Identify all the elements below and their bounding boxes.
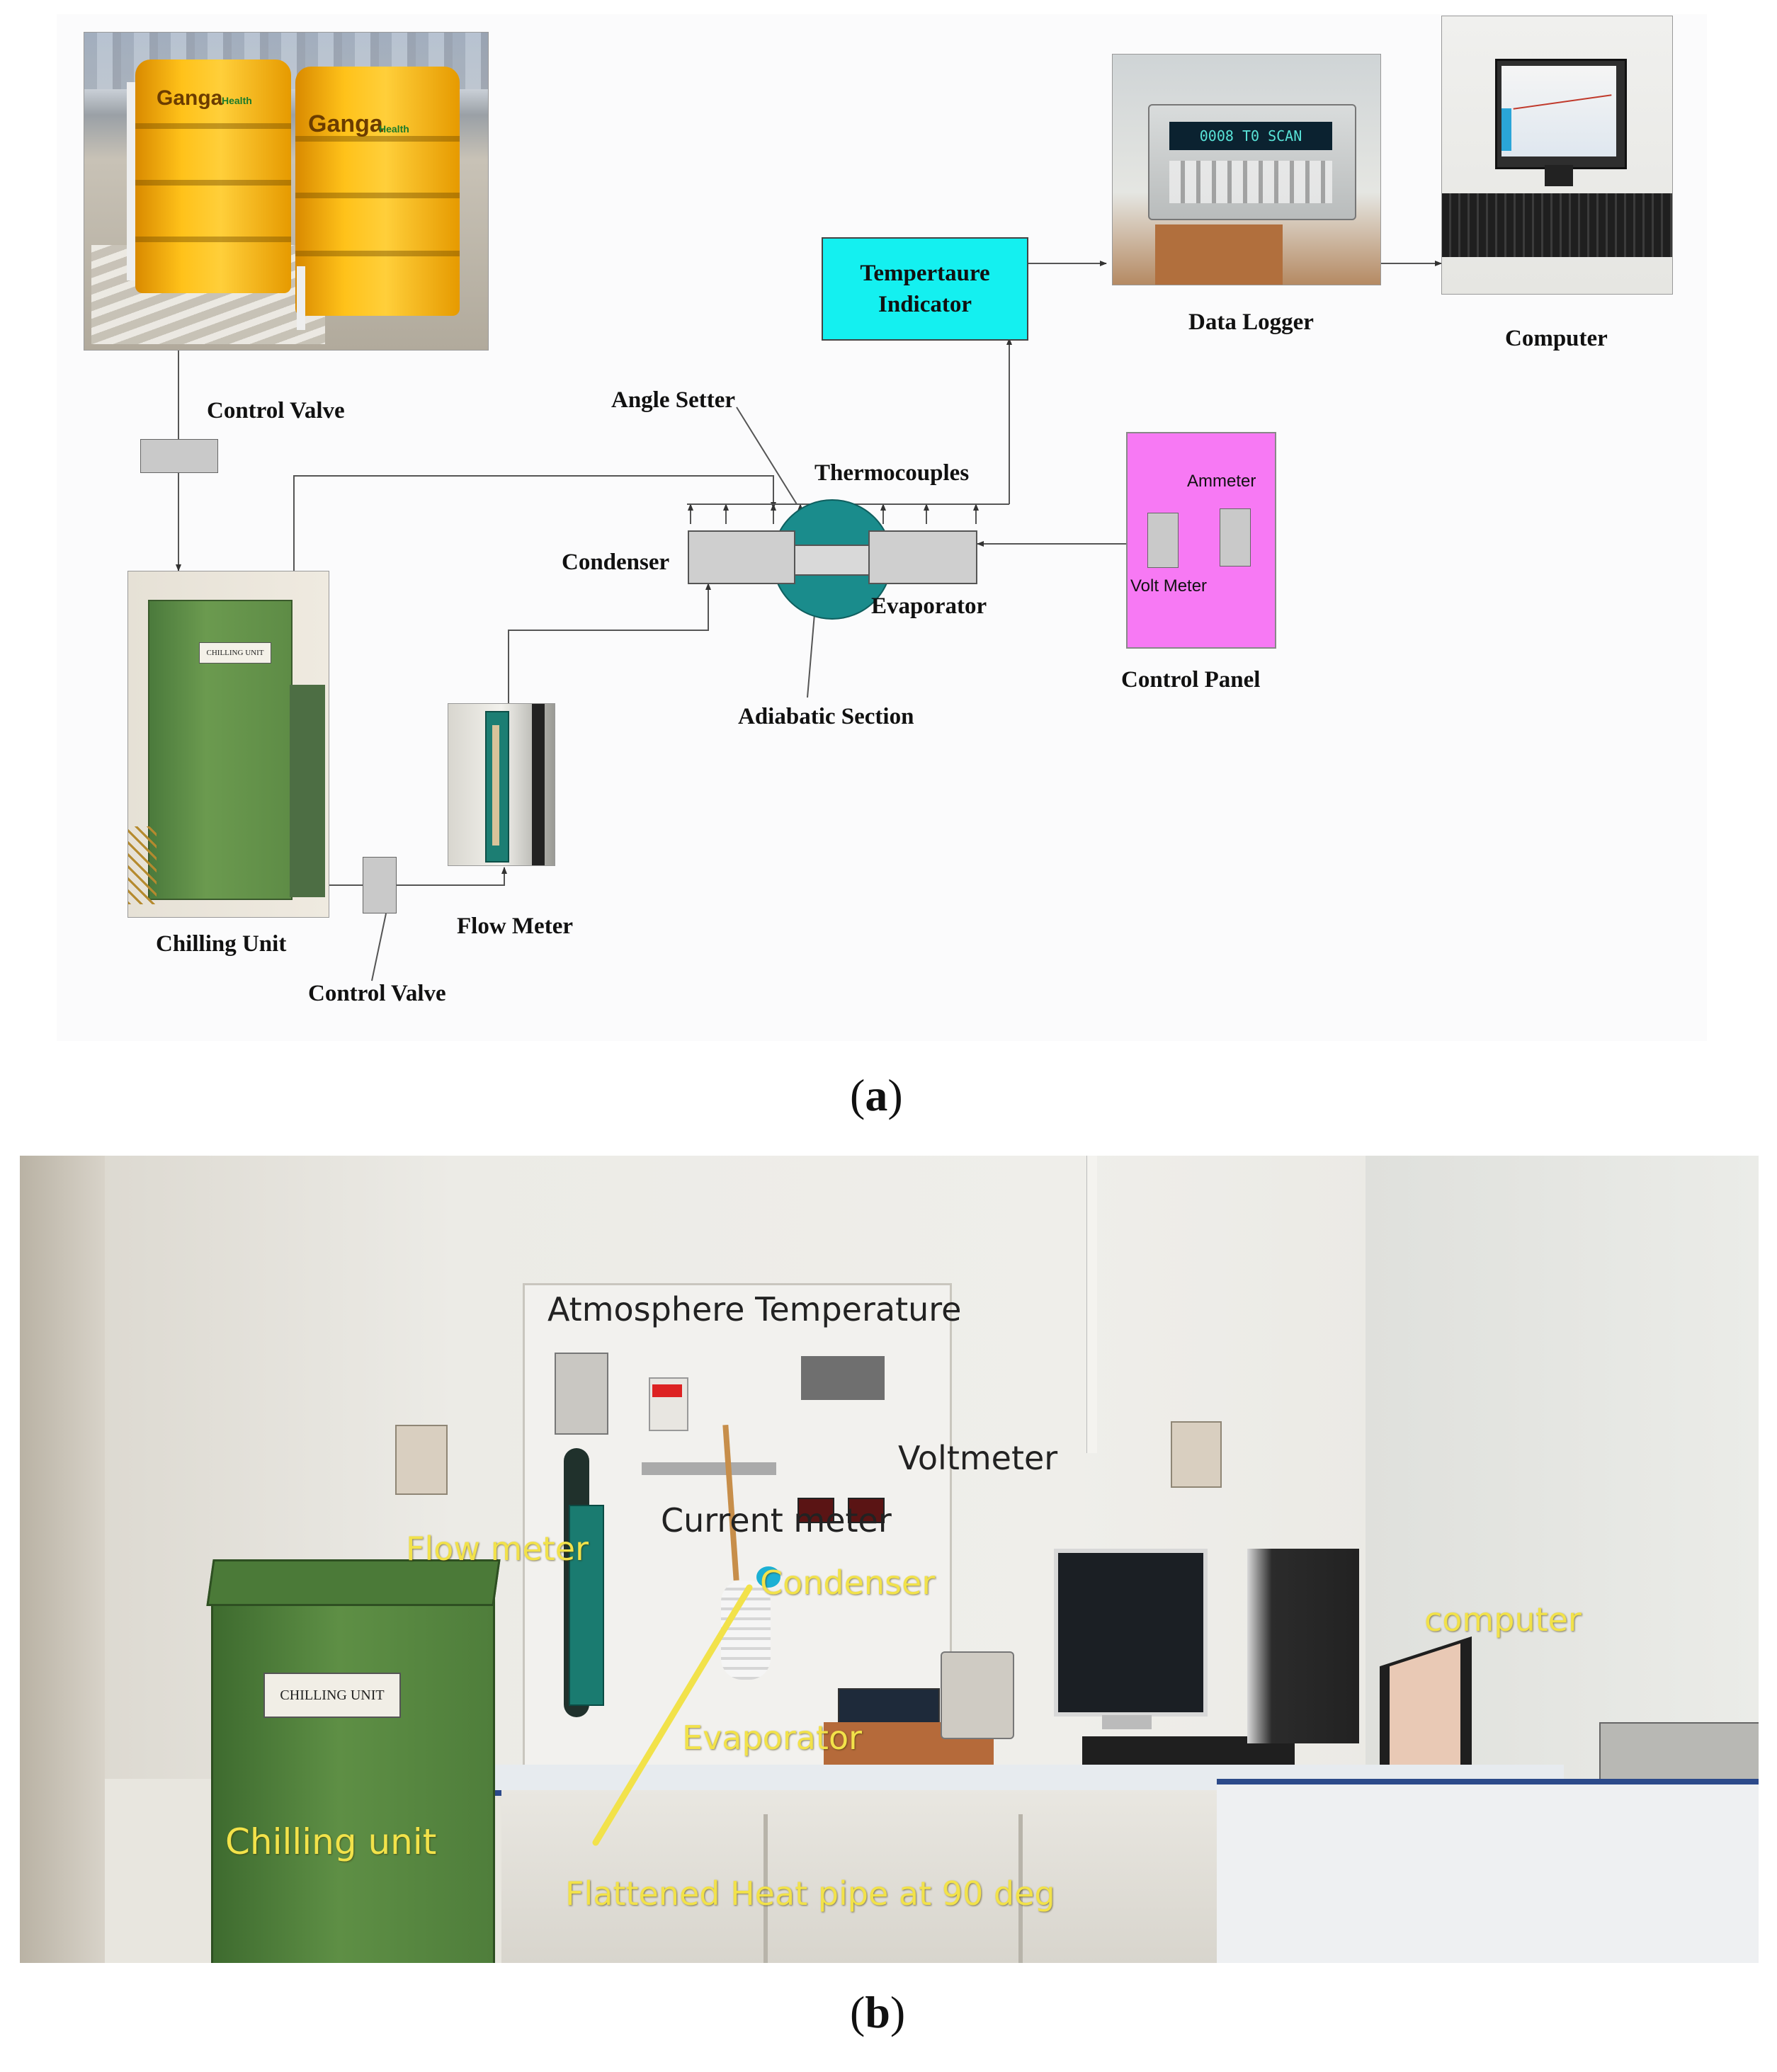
control-panel-box: Ammeter Volt Meter	[1126, 432, 1276, 649]
tower-pc	[1247, 1549, 1359, 1743]
flattened-heat-pipe-label: Flattened Heat pipe at 90 deg	[565, 1874, 1055, 1913]
ammeter-label: Ammeter	[1187, 472, 1256, 491]
monitor	[1054, 1549, 1208, 1717]
chilling-unit-overlay-label: Chilling unit	[225, 1821, 437, 1862]
pipe-return-line	[293, 475, 776, 571]
chilling-unit-plate: CHILLING UNIT	[206, 649, 264, 657]
chilling-unit-label: Chilling Unit	[156, 931, 287, 957]
evaporator-overlay-label: Evaporator	[682, 1719, 863, 1757]
condenser-label: Condenser	[562, 550, 670, 575]
caption-b: (b)	[850, 1987, 906, 2037]
lab-photo-panel: CHILLING UNIT Atmosphere Temperature Vol…	[20, 1156, 1759, 1963]
chilling-unit-photo: CHILLING UNIT	[127, 571, 329, 918]
computer-label: Computer	[1505, 326, 1608, 351]
condenser-overlay-label: Condenser	[760, 1564, 936, 1602]
volt-meter-display	[1147, 513, 1179, 568]
adiabatic-section-label: Adiabatic Section	[738, 704, 914, 729]
data-logger-label: Data Logger	[1188, 309, 1314, 335]
tank-right: Ganga Health	[295, 67, 460, 316]
volt-meter-label: Volt Meter	[1130, 576, 1208, 596]
flow-meter-label: Flow Meter	[457, 913, 573, 939]
temperature-indicator-line2: Indicator	[878, 292, 972, 317]
atmosphere-temperature-label: Atmosphere Temperature	[547, 1290, 962, 1328]
tank-left: Ganga Health	[135, 59, 291, 293]
water-tank-photo: Ganga Health Ganga Health	[84, 32, 489, 351]
temperature-indicator-box: Tempertaure Indicator	[822, 237, 1028, 341]
flow-meter-overlay-label: Flow meter	[406, 1530, 589, 1568]
ammeter-display	[1220, 508, 1251, 567]
chilling-unit-cabinet	[211, 1581, 495, 1963]
control-valve-bottom-label: Control Valve	[308, 981, 446, 1006]
computer-overlay-label: computer	[1424, 1600, 1582, 1639]
temperature-indicator-line1: Tempertaure	[860, 261, 990, 286]
control-valve-leader	[371, 913, 387, 981]
pipe-valve-to-flowmeter	[397, 867, 507, 886]
connection-lines	[176, 261, 1442, 981]
heat-pipe-pointer	[592, 1584, 753, 1846]
chilling-unit-plate-b: CHILLING UNIT	[280, 1687, 385, 1703]
angle-setter-leader	[736, 406, 797, 505]
thermocouples-label: Thermocouples	[814, 460, 970, 486]
voltmeter-label: Voltmeter	[898, 1439, 1058, 1477]
control-panel-label: Control Panel	[1121, 667, 1261, 693]
current-meter-label: Current meter	[661, 1501, 892, 1539]
evaporator-label: Evaporator	[871, 593, 987, 619]
data-logger-display: 0008 T0 SCAN	[1199, 127, 1302, 144]
evaporator-block	[868, 530, 977, 584]
computer-photo	[1441, 16, 1673, 295]
flow-meter-photo	[448, 703, 555, 866]
data-logger-photo: 0008 T0 SCAN	[1112, 54, 1381, 285]
control-valve-top-label: Control Valve	[207, 398, 345, 423]
control-valve-top	[140, 439, 218, 473]
pipe-flowmeter-to-condenser	[508, 583, 711, 703]
caption-a: (a)	[850, 1070, 903, 1120]
control-valve-bottom	[363, 857, 397, 913]
condenser-block	[688, 530, 795, 584]
adiabatic-block	[794, 545, 870, 576]
angle-setter-label: Angle Setter	[611, 387, 736, 413]
